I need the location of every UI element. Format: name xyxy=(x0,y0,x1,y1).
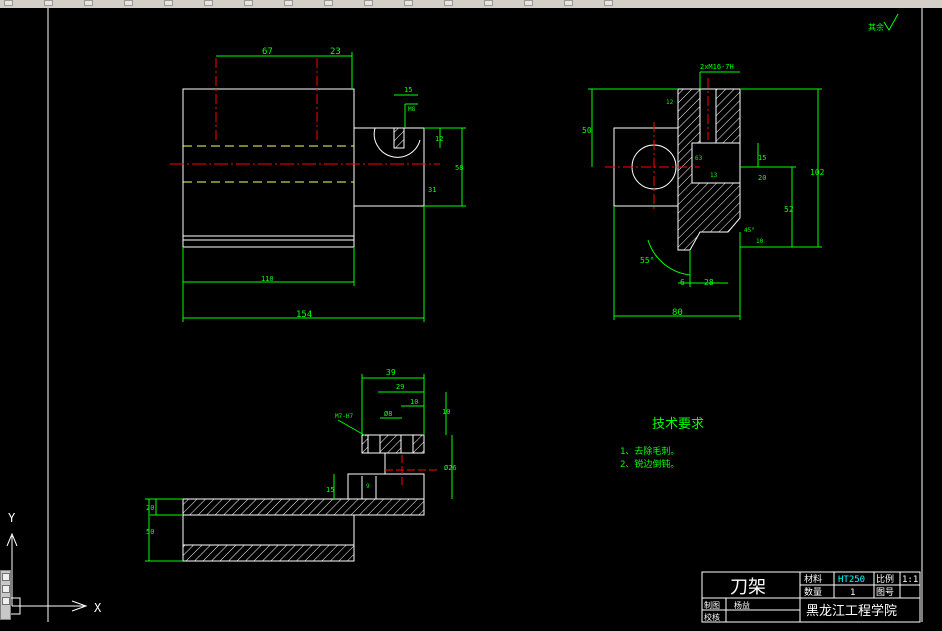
qty-label: 数量 xyxy=(804,586,822,598)
dim-d26: Ø26 xyxy=(444,464,457,472)
print-icon[interactable] xyxy=(124,0,133,6)
dim-15h: 15 xyxy=(326,486,334,494)
drawing-canvas[interactable]: 67 23 15 M8 12 58 31 110 154 80 6 28 50 … xyxy=(0,8,942,626)
side-slot xyxy=(691,142,741,184)
canvas-background xyxy=(0,8,942,626)
drawn-name: 杨益 xyxy=(734,600,750,610)
scale-value: 1:1 xyxy=(902,575,918,585)
ucs-y-label: Y xyxy=(8,511,16,525)
roughness-note: 其余 xyxy=(868,22,884,32)
dim-50: 50 xyxy=(582,126,592,135)
dim-r12: 12 xyxy=(666,99,674,106)
checked-label: 校核 xyxy=(704,612,720,622)
layout-tabs-strip[interactable] xyxy=(0,626,942,631)
top-boss-lower xyxy=(347,473,425,500)
drawing-no-label: 图号 xyxy=(876,587,894,598)
top-view: 39 29 10 Ø8 10 M7-H7 Ø26 15 9 20 50 xyxy=(145,368,457,562)
front-boss xyxy=(353,127,425,207)
front-threaded-hole xyxy=(393,127,405,149)
dim-m8: M8 xyxy=(408,106,416,113)
undo-icon[interactable] xyxy=(284,0,293,6)
left-dock-panel[interactable] xyxy=(0,570,11,620)
dim-10: 10 xyxy=(756,238,764,245)
dim-63: 63 xyxy=(695,155,703,162)
top-bar-section xyxy=(182,544,355,562)
dim-28: 28 xyxy=(704,278,714,287)
dim-31: 31 xyxy=(428,186,436,194)
copy-icon[interactable] xyxy=(204,0,213,6)
new-file-icon[interactable] xyxy=(4,0,13,6)
drawn-label: 制图 xyxy=(704,600,720,610)
tech-req-title: 技术要求 xyxy=(652,417,704,432)
school-name: 黑龙江工程学院 xyxy=(806,603,897,619)
dock-folder-icon[interactable] xyxy=(2,585,10,593)
dim-55deg: 55° xyxy=(640,256,654,265)
block-icon[interactable] xyxy=(564,0,573,6)
tech-req-item: 2、锐边倒钝。 xyxy=(620,458,679,470)
top-bar-section xyxy=(182,498,425,516)
front-view: 67 23 15 M8 12 58 31 110 154 xyxy=(170,47,466,322)
layer-icon[interactable] xyxy=(484,0,493,6)
match-icon[interactable] xyxy=(524,0,533,6)
dim-80: 80 xyxy=(672,308,683,318)
dim-110: 110 xyxy=(261,275,274,283)
dim-15: 15 xyxy=(404,86,412,94)
roughness-symbol-icon xyxy=(883,13,899,31)
dim-10w: 10 xyxy=(410,398,418,406)
dim-58: 58 xyxy=(455,164,463,172)
dim-23: 23 xyxy=(330,47,341,57)
scale-label: 比例 xyxy=(876,573,894,585)
dim-6: 6 xyxy=(680,278,685,287)
dim-50h: 50 xyxy=(146,528,154,536)
qty-value: 1 xyxy=(850,588,855,598)
dock-layer-icon[interactable] xyxy=(2,597,10,605)
side-view: 80 6 28 50 102 52 15 20 10 63 13 12 55° … xyxy=(582,63,825,320)
title-block: 刀架 材料 HT250 比例 1:1 数量 1 图号 制图 杨益 校核 黑龙江工… xyxy=(701,571,921,623)
material-label: 材料 xyxy=(804,573,822,585)
dim-20h: 20 xyxy=(146,504,154,512)
dim-45deg: 45° xyxy=(744,227,755,234)
pan-icon[interactable] xyxy=(364,0,373,6)
dim-154: 154 xyxy=(296,310,312,320)
dim-fit: M7-H7 xyxy=(335,413,353,420)
zoom-icon[interactable] xyxy=(404,0,413,6)
open-file-icon[interactable] xyxy=(44,0,53,6)
redo-icon[interactable] xyxy=(324,0,333,6)
material-value: HT250 xyxy=(838,575,865,585)
dim-12: 12 xyxy=(435,135,443,143)
part-name: 刀架 xyxy=(730,577,766,598)
paste-icon[interactable] xyxy=(244,0,253,6)
dim-102: 102 xyxy=(810,168,825,177)
help-icon[interactable] xyxy=(604,0,613,6)
front-boss-arc xyxy=(373,127,421,158)
dim-20: 20 xyxy=(758,174,766,182)
dim-10h: 10 xyxy=(442,408,450,416)
cut-icon[interactable] xyxy=(164,0,173,6)
dock-close-icon[interactable] xyxy=(2,573,10,581)
dim-52: 52 xyxy=(784,205,794,214)
properties-icon[interactable] xyxy=(444,0,453,6)
ucs-icon: Y X xyxy=(3,511,102,615)
dim-thread: 2xM16-7H xyxy=(700,63,734,71)
dim-67: 67 xyxy=(262,47,273,57)
tech-req-item: 1、去除毛刺。 xyxy=(620,445,679,457)
dim-13: 13 xyxy=(710,172,718,179)
dim-39: 39 xyxy=(386,368,396,377)
angle-arc xyxy=(647,239,691,276)
dim-d8: Ø8 xyxy=(384,410,392,418)
dim-9: 9 xyxy=(366,483,370,490)
ucs-x-label: X xyxy=(94,601,102,615)
save-icon[interactable] xyxy=(84,0,93,6)
dim-29: 29 xyxy=(396,383,404,391)
dim-15: 15 xyxy=(758,154,766,162)
